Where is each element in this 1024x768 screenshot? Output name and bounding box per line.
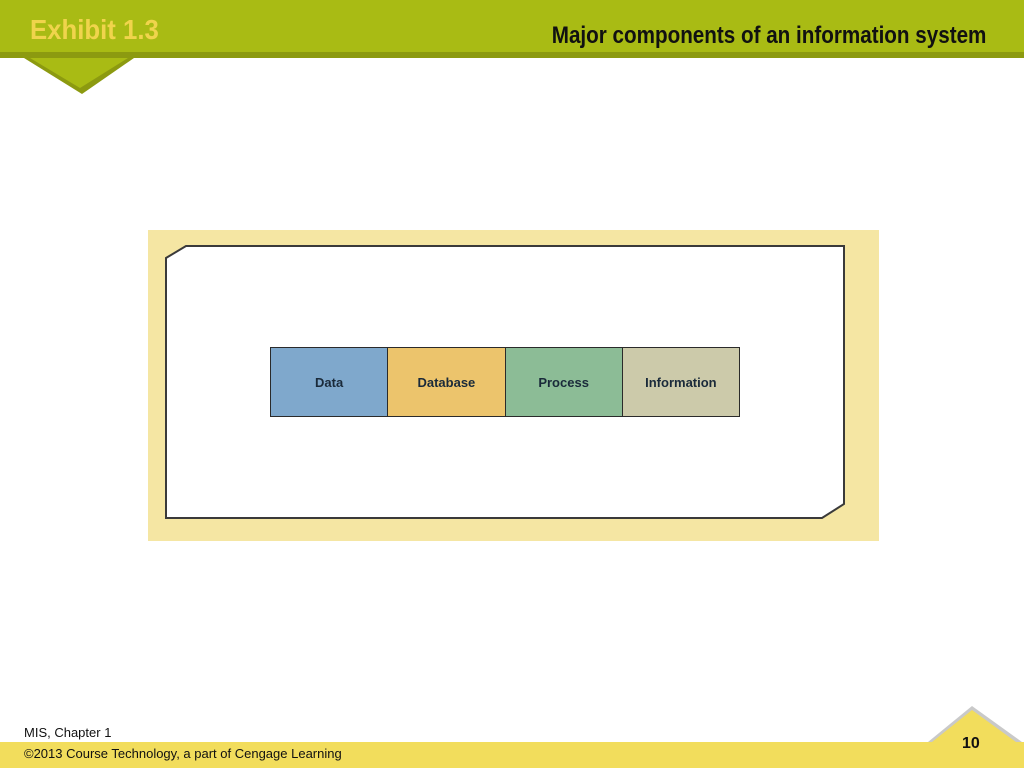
component-box-process: Process bbox=[505, 348, 623, 416]
footer-course-label: MIS, Chapter 1 bbox=[24, 725, 112, 740]
component-box-data: Data bbox=[271, 348, 389, 416]
page-number: 10 bbox=[962, 735, 980, 752]
header-decoration bbox=[24, 58, 134, 94]
footer-copyright: ©2013 Course Technology, a part of Cenga… bbox=[24, 746, 342, 761]
footer-bar bbox=[0, 742, 1024, 768]
header-underline bbox=[0, 52, 1024, 58]
slide-title: Major components of an information syste… bbox=[551, 22, 986, 49]
exhibit-label: Exhibit 1.3 bbox=[30, 14, 159, 45]
component-box-information: Information bbox=[622, 348, 739, 416]
header-triangle-inner bbox=[30, 58, 128, 88]
header-bar bbox=[0, 0, 1024, 52]
component-box-database: Database bbox=[388, 348, 506, 416]
